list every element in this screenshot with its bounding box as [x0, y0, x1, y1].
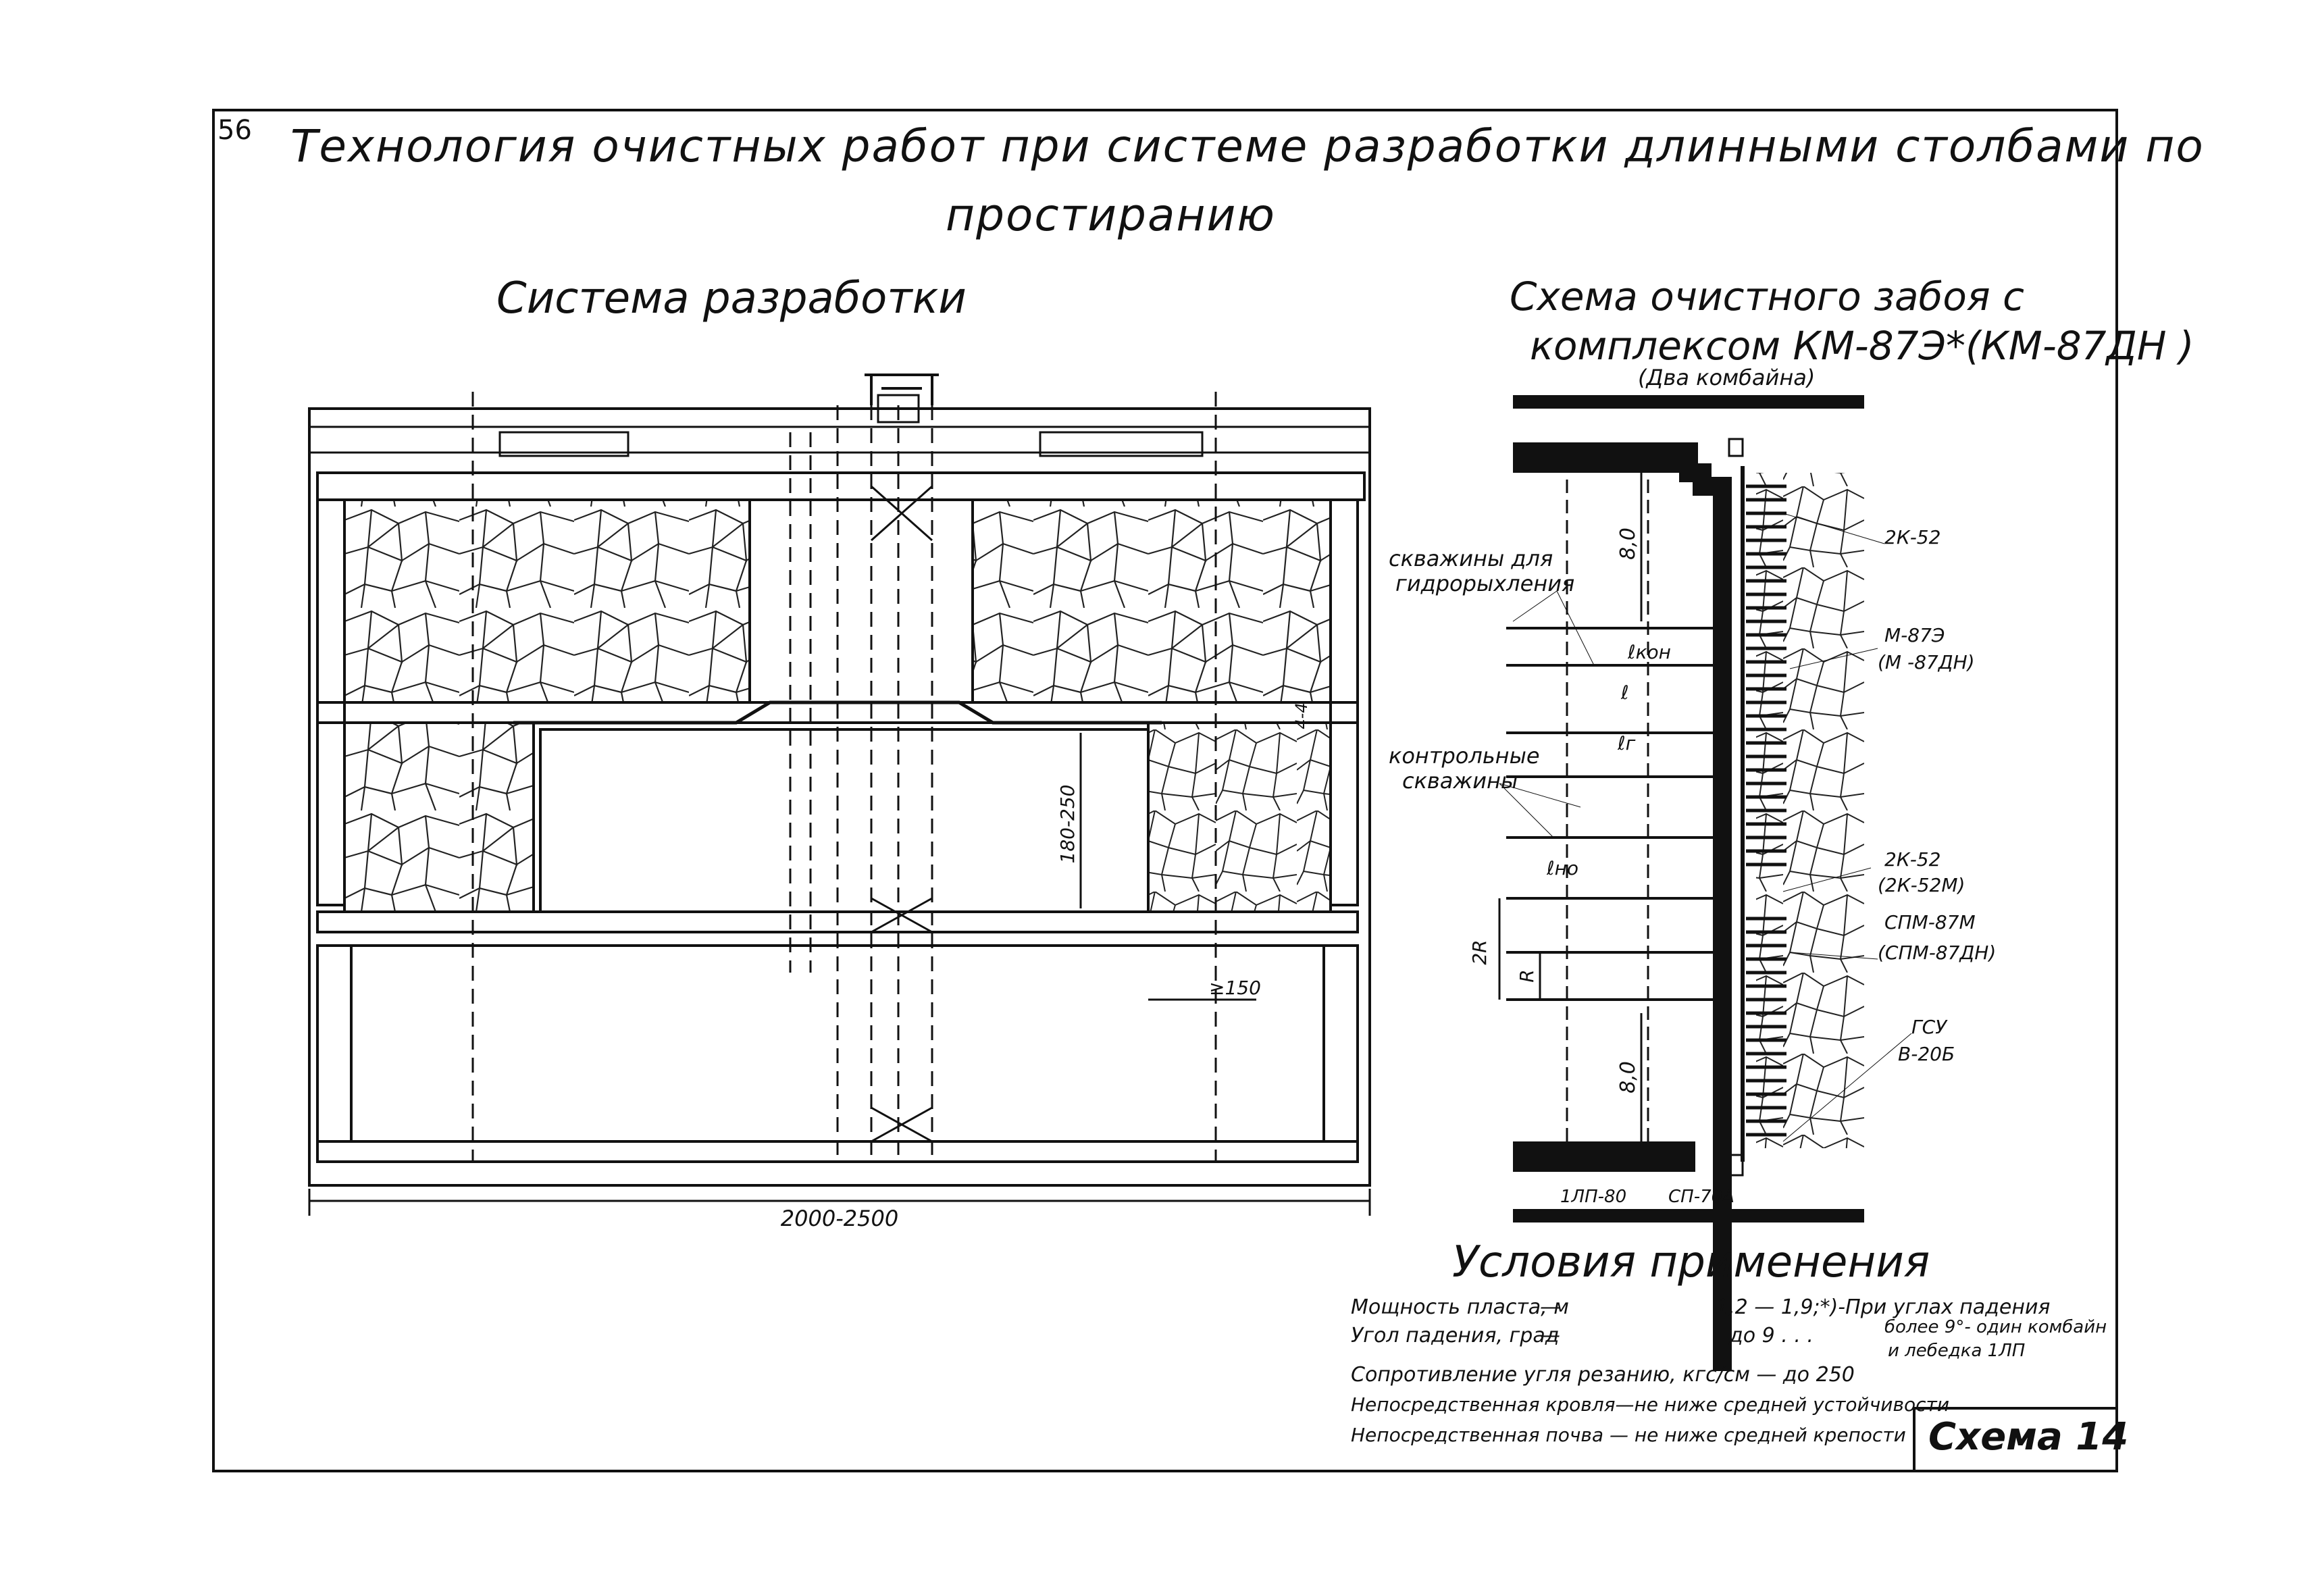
equipment-sp70a: СП-70А — [1668, 1187, 1734, 1207]
condition-value-thickness: 1,2 — 1,9;*)-При углах падения — [1716, 1295, 2051, 1319]
dim-top-label: 8,0 — [1616, 527, 1640, 560]
mining-system-plan — [308, 374, 1371, 1216]
condition-footnote-line2: и лебедка 1ЛП — [1888, 1341, 2026, 1361]
conditions-heading: Условия применения — [1452, 1237, 1930, 1287]
condition-label-thickness: Мощность пласта, м — [1351, 1295, 1569, 1319]
dim-lg-label: ℓг — [1617, 732, 1636, 754]
dim-width-label: 2000-2500 — [781, 1206, 898, 1231]
equipment-v20b: В-20Б — [1898, 1043, 1955, 1065]
condition-roof: Непосредственная кровля—не ниже средней … — [1351, 1393, 1950, 1416]
condition-label-dip: Угол падения, град — [1351, 1324, 1560, 1347]
equipment-m87e: М-87Э — [1884, 624, 1945, 646]
right-heading-note: (Два комбайна) — [1638, 365, 1816, 390]
dim-l-label: ℓ — [1620, 681, 1629, 704]
dim-panel-label: 180-250 — [1056, 785, 1079, 864]
wells-hydro-label-2: гидрорыхления — [1395, 571, 1574, 596]
right-heading-line2: комплексом КМ-87Э*(КМ-87ДН ) — [1530, 323, 2194, 369]
dim-pillar-label: ≥150 — [1209, 977, 1261, 999]
condition-footnote-line1: более 9°- один комбайн — [1884, 1317, 2107, 1337]
page-title-line2: простиранию — [946, 189, 1276, 241]
dim-r-label: R — [1516, 969, 1538, 982]
dim-lno-label: ℓно — [1546, 857, 1578, 879]
condition-dash-dip: — — [1540, 1324, 1560, 1347]
dim-lkon-label: ℓкон — [1627, 641, 1671, 663]
scheme-stamp: Схема 14 — [1928, 1415, 2129, 1459]
equipment-2k52-top: 2К-52 — [1884, 526, 1940, 548]
wells-hydro-label-1: скважины для — [1389, 546, 1553, 571]
dim-bottom-label: 8,0 — [1616, 1061, 1640, 1093]
sheet-border — [212, 109, 2118, 1472]
dim-2r-label: 2R — [1468, 939, 1491, 964]
stamp-frame — [1913, 1407, 2118, 1472]
control-wells-label-2: скважины — [1402, 768, 1518, 794]
equipment-gsu: ГСУ — [1911, 1016, 1948, 1038]
equipment-1lp80: 1ЛП-80 — [1560, 1187, 1626, 1207]
equipment-2k52m: (2К-52М) — [1878, 874, 1965, 896]
dim-small-label: 4-4 — [1292, 702, 1311, 729]
equipment-spm87dn: (СПМ-87ДН) — [1878, 942, 1996, 964]
page-number: 56 — [217, 115, 252, 146]
equipment-spm87m: СПМ-87М — [1884, 911, 1976, 933]
equipment-m87dn: (М -87ДН) — [1878, 651, 1975, 673]
condition-cutting-resistance: Сопротивление угля резанию, кгс/см — до … — [1351, 1363, 1855, 1387]
page-title-line1: Технология очистных работ при системе ра… — [290, 120, 2205, 172]
condition-value-dip: до 9 . . . — [1729, 1324, 1814, 1347]
condition-dash-thickness: — — [1540, 1295, 1560, 1319]
control-wells-label-1: контрольные — [1389, 743, 1540, 769]
equipment-2k52-mid: 2К-52 — [1884, 848, 1940, 871]
left-heading: Система разработки — [496, 274, 967, 324]
longwall-face-scheme — [1498, 395, 1912, 1371]
condition-floor: Непосредственная почва — не ниже средней… — [1351, 1424, 1906, 1446]
right-heading-line1: Схема очистного забоя с — [1510, 274, 2025, 319]
